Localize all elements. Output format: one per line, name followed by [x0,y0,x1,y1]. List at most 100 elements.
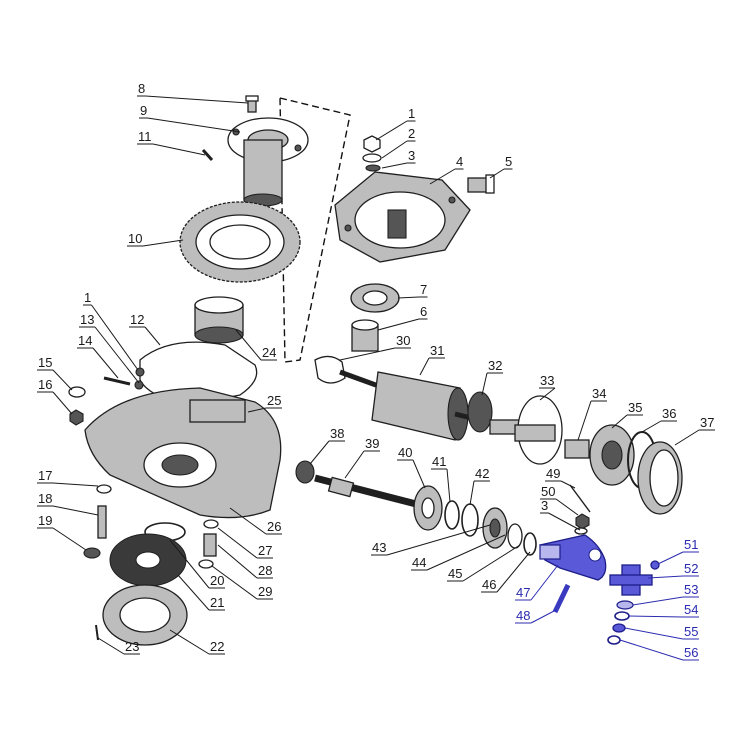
callout-number: 16 [38,377,52,392]
part-drum-disc [514,395,563,465]
part-pin [201,148,214,162]
callout-number: 53 [684,582,698,597]
part-dark-gasket [109,533,187,587]
callout-leader-line [344,450,365,479]
callout-number: 35 [628,400,642,415]
callout-number: 20 [210,573,224,588]
callout-number: 22 [210,639,224,654]
part-spline-sleeve [564,439,590,459]
callout-number: 34 [592,386,606,401]
callout-leader-line [560,480,576,489]
callout-leader-line [412,459,426,489]
callout-number: 40 [398,445,412,460]
callout-leader-line [611,414,628,429]
part-flange-shaft [227,117,309,207]
callout-number: 1 [408,106,415,121]
callout-number: 27 [258,543,272,558]
callout-number: 36 [662,406,676,421]
callout-leader-line [386,524,491,556]
part-nut-washers [362,135,382,172]
part-input-shaft [295,460,421,509]
callout-number: 4 [456,154,463,169]
callout-number: 52 [684,561,698,576]
callout-number: 31 [430,343,444,358]
part-cover-housing [334,171,471,263]
part-bevel-pinion [467,391,525,435]
callout-leader-line [94,326,140,384]
callout-number: 23 [125,639,139,654]
callout-number: 32 [488,358,502,373]
callout-leader-line [177,574,210,611]
part-main-housing [84,387,282,519]
callout-number: 46 [482,577,496,592]
callout-leader-line [52,505,99,516]
callout-number: 48 [516,608,530,623]
callout-number: 14 [78,333,92,348]
callout-number: 29 [258,584,272,599]
callout-leader-line [627,615,684,618]
part-yoke-highlighted [539,534,607,581]
callout-number: 6 [420,304,427,319]
callout-leader-line [52,369,73,391]
callout-number: 43 [372,540,386,555]
part-roller-6 [351,319,379,352]
callout-number: 51 [684,537,698,552]
callout-number: 33 [540,373,554,388]
callout-number: 44 [412,555,426,570]
callout-number: 38 [330,426,344,441]
callout-leader-line [144,326,161,346]
callout-number: 25 [267,393,281,408]
callout-number: 24 [262,345,276,360]
callout-leader-line [169,629,210,655]
callout-number: 5 [505,154,512,169]
part-fitting [467,174,495,194]
callout-number: 54 [684,602,698,617]
part-bolt [245,95,259,113]
callout-number: 18 [38,491,52,506]
callout-leader-line [217,544,258,579]
callout-leader-line [375,120,408,141]
callout-leader-line [309,440,330,465]
callout-leader-line [469,480,475,506]
part-bolt-washers-17-19 [83,484,112,559]
callout-leader-line [235,329,262,361]
callout-number: 2 [408,126,415,141]
callout-leader-line [229,507,267,535]
callout-leader-line [381,140,408,159]
callout-number: 13 [80,312,94,327]
part-gear-40 [413,485,443,531]
callout-leader-line [641,420,662,433]
callout-number: 11 [138,129,152,144]
callout-number: 49 [546,466,560,481]
callout-number: 50 [541,484,555,499]
callout-number: 42 [475,466,489,481]
callout-leader-line [145,95,249,104]
callout-leader-line [577,400,592,441]
callout-leader-line [52,527,87,551]
callout-leader-line [446,468,451,503]
callout-leader-line [555,498,579,516]
callout-number: 41 [432,454,446,469]
callout-number: 39 [365,436,379,451]
callout-leader-line [142,239,184,247]
callout-number: 10 [128,231,142,246]
callout-leader-line [247,407,267,413]
part-clutch-pack [589,424,635,486]
callout-leader-line [429,168,456,185]
callout-number: 30 [396,333,410,348]
callout-number: 47 [516,585,530,600]
assembly-dashed-frame [279,97,351,363]
callout-leader-line [674,429,700,446]
callout-leader-line [377,318,420,331]
callout-leader-lines [37,95,715,661]
callout-leader-line [52,391,73,415]
callout-leader-line [397,296,420,299]
part-bearing-24 [194,296,244,344]
callout-leader-line [217,527,258,559]
callout-number: 17 [38,468,52,483]
part-small-bolts [103,367,145,390]
callout-leader-line [91,304,139,371]
callout-leader-line [152,143,206,156]
callout-leader-line [97,637,125,655]
